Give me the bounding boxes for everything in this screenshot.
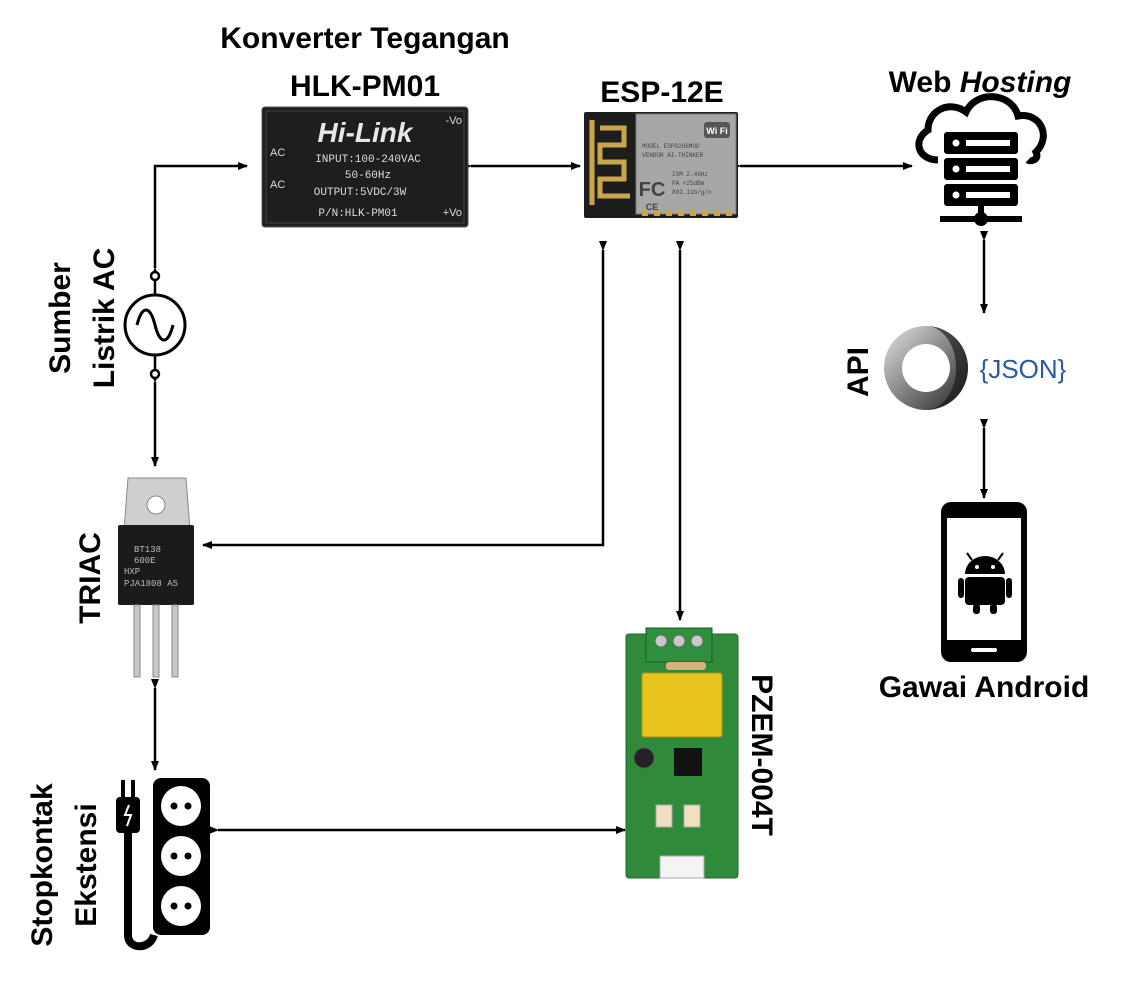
ac-source-symbol bbox=[123, 270, 187, 380]
android-phone-icon bbox=[941, 502, 1027, 662]
arrow-esp-to-triac bbox=[202, 241, 607, 549]
hlk-logo: Hi-Link bbox=[318, 117, 414, 148]
pzem-label: PZEM-004T bbox=[745, 674, 778, 836]
ac-source-label-line2: Listrik AC bbox=[88, 248, 121, 389]
json-api-logo: {JSON} bbox=[884, 326, 1067, 410]
triac-marking-2: 600E bbox=[134, 556, 156, 566]
pzem-004t-board bbox=[625, 627, 739, 879]
triac-label: TRIAC bbox=[74, 532, 107, 624]
sine-wave-icon bbox=[135, 308, 175, 342]
cloud-icon bbox=[915, 93, 1047, 165]
pzem-ic bbox=[674, 748, 702, 776]
android-label: Gawai Android bbox=[879, 671, 1090, 704]
hlk-pin-ac1: AC bbox=[270, 147, 285, 159]
esp12e-module: Wi Fi FC CE MODEL ESP8266MOD VENDOR AI-T… bbox=[584, 112, 738, 218]
triac-legs bbox=[133, 604, 179, 678]
pzem-capacitor bbox=[633, 747, 655, 769]
hlk-pin-ac2: AC bbox=[270, 179, 285, 191]
api-label: API bbox=[842, 347, 875, 397]
esp-model-text: MODEL ESP8266MOD bbox=[642, 143, 700, 150]
json-logo-text: {JSON} bbox=[980, 354, 1067, 384]
web-title-italic: Hosting bbox=[960, 66, 1072, 99]
triac-component: BT138 600E HXP PJA1808 A5 bbox=[118, 477, 194, 678]
extension-socket-icon bbox=[116, 778, 210, 951]
server-icon bbox=[940, 132, 1022, 226]
triac-marking-3: HXP bbox=[124, 567, 140, 577]
web-title-plain: Web bbox=[889, 66, 960, 99]
triac-marking-4: PJA1808 A5 bbox=[124, 579, 178, 589]
web-hosting-icon bbox=[915, 93, 1047, 226]
android-robot-icon bbox=[958, 552, 1012, 614]
hlk-title-line1: Konverter Tegangan bbox=[220, 22, 510, 55]
socket-label-line2: Ekstensi bbox=[70, 803, 103, 926]
esp-pa-text: PA +25dBm bbox=[672, 180, 705, 187]
triac-body bbox=[118, 525, 194, 605]
pzem-connector bbox=[659, 855, 705, 879]
plug-icon bbox=[116, 780, 158, 951]
esp-pads bbox=[642, 210, 732, 216]
hlk-pin-vpos: +Vo bbox=[443, 207, 462, 219]
hlk-part-number: P/N:HLK-PM01 bbox=[318, 208, 398, 220]
esp-ce-mark: CE bbox=[646, 202, 659, 212]
web-hosting-title: Web Hosting bbox=[889, 66, 1072, 99]
esp-ism-text: ISM 2.4GHz bbox=[672, 171, 708, 178]
hlk-freq-spec: 50-60Hz bbox=[345, 170, 391, 182]
connection-arrows bbox=[151, 162, 988, 834]
triac-marking-1: BT138 bbox=[134, 545, 161, 555]
hlk-title-line2: HLK-PM01 bbox=[290, 70, 440, 103]
hlk-output-spec: OUTPUT:5VDC/3W bbox=[314, 187, 407, 199]
esp-wifi-logo: Wi Fi bbox=[706, 126, 727, 136]
hlk-input-spec: INPUT:100-240VAC bbox=[315, 154, 421, 166]
socket-label-line1: Stopkontak bbox=[26, 783, 59, 947]
ac-source-label-line1: Sumber bbox=[44, 262, 77, 374]
esp-antenna-trace bbox=[589, 120, 630, 205]
esp-std-text: 802.11b/g/n bbox=[672, 189, 712, 196]
esp-fc-mark: FC bbox=[639, 179, 666, 201]
arrow-ac-to-hlk bbox=[151, 162, 248, 277]
hlk-pm01-module: Hi-Link AC AC -Vo +Vo INPUT:100-240VAC 5… bbox=[261, 106, 469, 228]
pzem-relay bbox=[641, 672, 723, 738]
esp-title: ESP-12E bbox=[600, 76, 723, 109]
hlk-pin-vneg: -Vo bbox=[445, 115, 462, 127]
esp-vendor-text: VENDOR AI-THINKER bbox=[642, 152, 704, 159]
